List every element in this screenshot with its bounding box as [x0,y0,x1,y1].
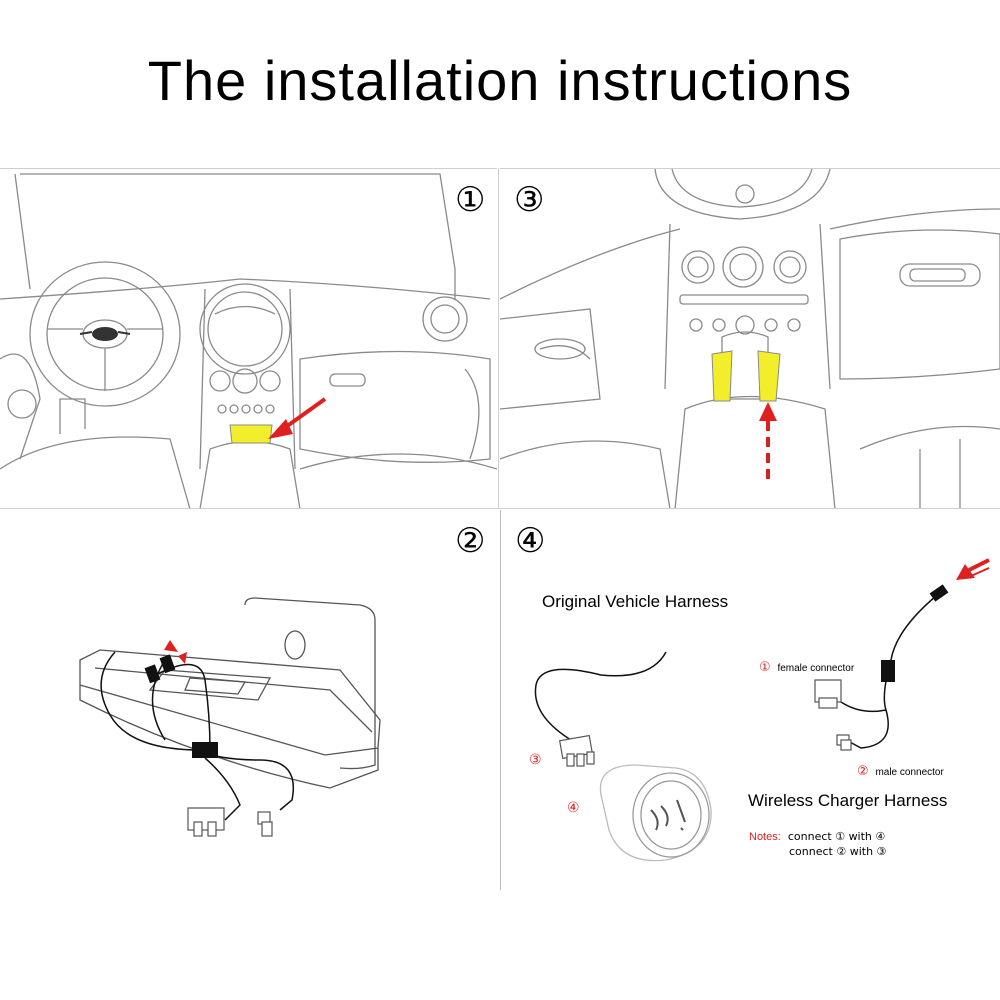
male-connector-label: ② male connector [857,764,944,779]
harness-illustration [534,558,990,862]
female-connector-label: ① female connector [759,660,854,675]
red-arrow-icon [268,419,293,439]
notes-label: Notes: [749,831,781,843]
red-up-arrow-icon [759,402,777,421]
dashboard-illustration [0,173,497,509]
step1-dashboard-panel: ① [0,168,497,509]
red-arrow-icon [178,652,187,664]
plug-number-3: ③ [529,752,542,768]
notes-line-2: connect ② with ③ [789,845,887,858]
notes-block: Notes: connect ① with ④ [749,830,885,843]
step2-charger-panel: ② [0,510,497,890]
red-arrow-icon [956,564,975,580]
arrow-line [281,397,327,431]
step-number-4: ④ [515,521,546,561]
step-number-2: ② [455,521,486,561]
panel-divider-vertical [498,168,499,508]
console-closeup-illustration [500,169,1000,509]
step4-harness-panel: ④ Original Vehicle Harness ① female conn… [500,510,1000,890]
step-number-3: ③ [514,180,545,220]
step3-console-panel: ③ [500,168,1000,509]
step-number-1: ① [455,180,486,220]
charger-pad-illustration [79,597,381,837]
page-title: The installation instructions [147,49,853,112]
male-connector-number: ② [857,764,869,779]
socket-number-4: ④ [567,800,580,816]
female-connector-number: ① [759,660,771,675]
original-harness-label: Original Vehicle Harness [542,592,729,611]
notes-line-1: connect ① with ④ [787,830,886,843]
wireless-harness-label: Wireless Charger Harness [748,791,948,810]
male-connector-text: male connector [875,767,944,778]
red-arrow-icon [164,640,178,652]
female-connector-text: female connector [777,663,855,674]
panel-divider-horizontal [0,508,1000,509]
